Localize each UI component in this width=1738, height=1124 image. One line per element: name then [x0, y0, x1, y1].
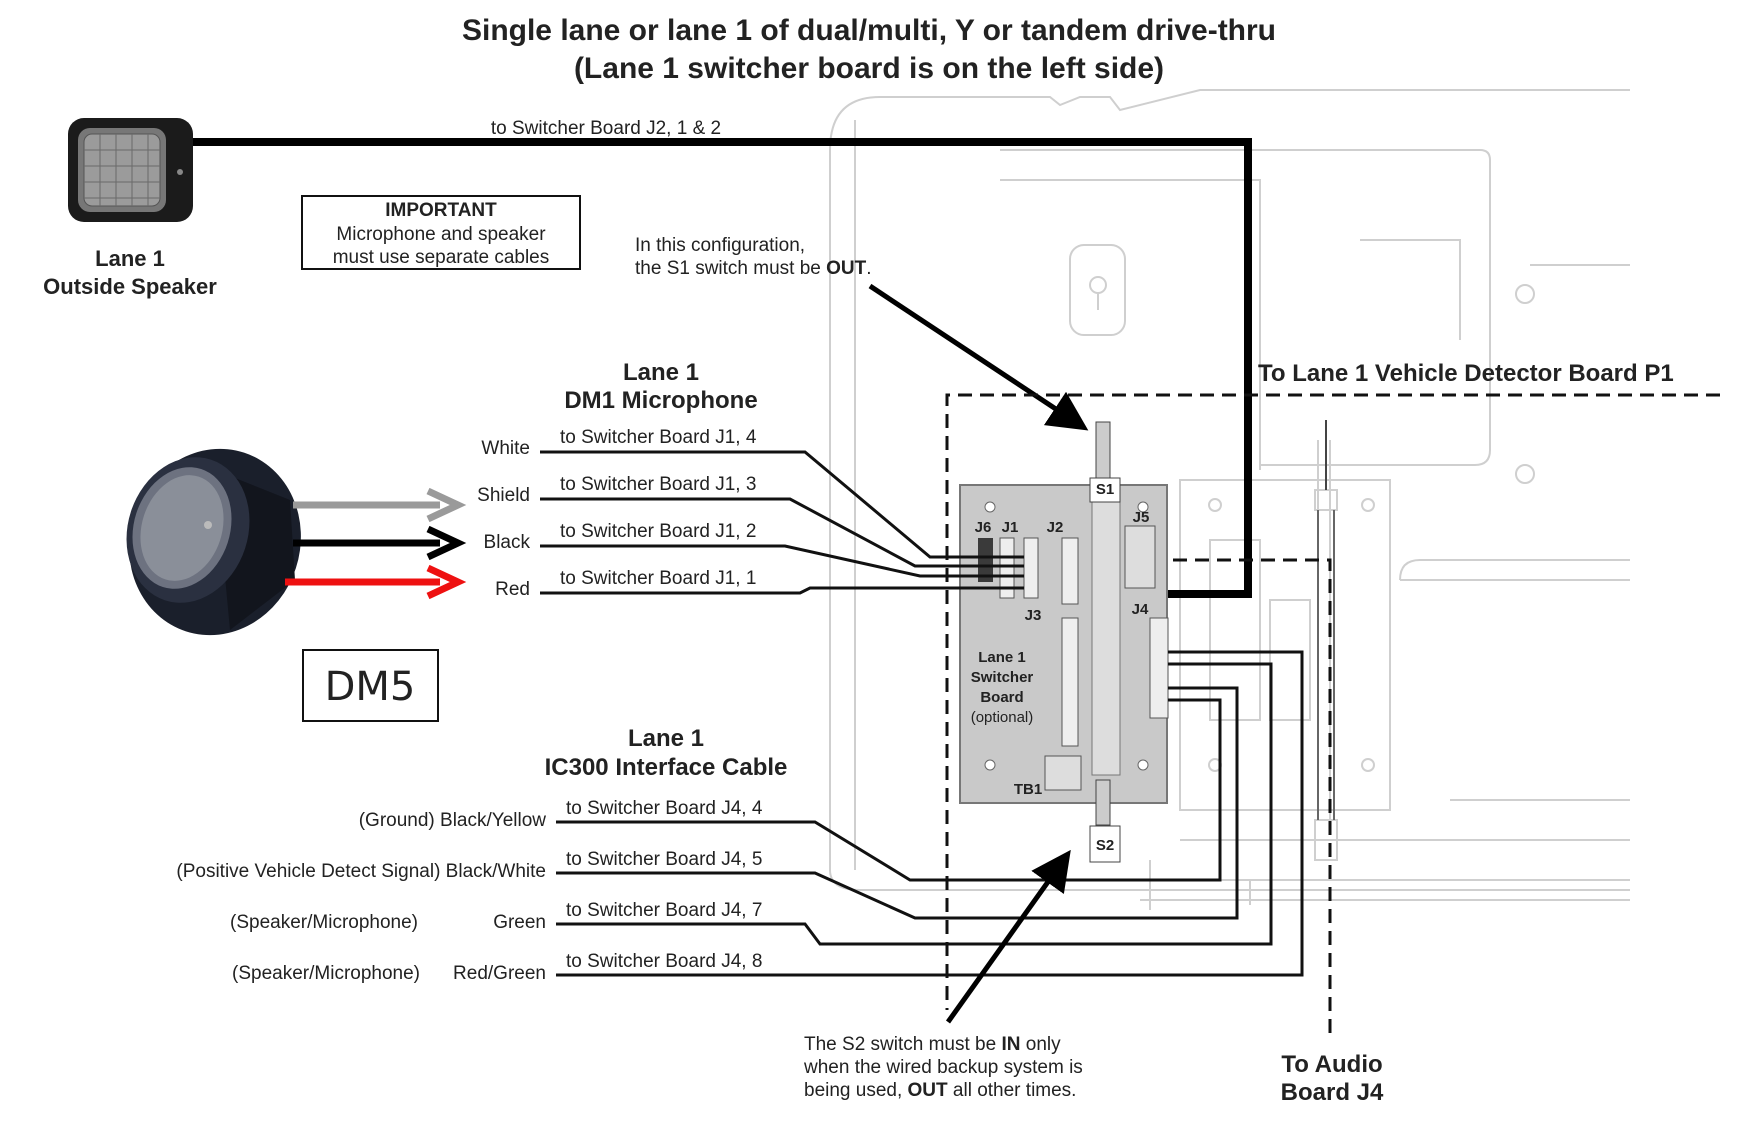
mic-wire-color-white: White [481, 438, 530, 459]
outside-speaker-icon [68, 118, 193, 222]
s2-note-line1: The S2 switch must be IN only [804, 1034, 1061, 1055]
ic300-wire-green [556, 662, 1273, 946]
ic300-dest-j4-5: to Switcher Board J4, 5 [566, 849, 762, 870]
mic-wire-color-black: Black [484, 532, 531, 553]
s1-note-line1: In this configuration, [635, 235, 805, 256]
j6-label: J6 [975, 519, 992, 536]
ic300-color-green: Green [493, 912, 546, 933]
dm5-label: DM5 [325, 664, 416, 710]
j5-label: J5 [1133, 509, 1150, 526]
mic-heading-line2: DM1 Microphone [564, 387, 757, 414]
mic-wire-dest-red: to Switcher Board J1, 1 [560, 568, 756, 589]
important-box [301, 195, 581, 270]
audio-board-label-line2: Board J4 [1281, 1079, 1384, 1106]
mic-wire-shield [540, 497, 1024, 568]
s1-note-line2: the S1 switch must be OUT. [635, 258, 872, 279]
audio-board-line [1085, 558, 1332, 1040]
mic-wire-white [540, 450, 1024, 559]
important-line1: Microphone and speaker [336, 224, 546, 245]
ic300-color-redgreen: Red/Green [453, 963, 546, 984]
s1-label: S1 [1096, 481, 1114, 498]
ic300-heading-line2: IC300 Interface Cable [545, 754, 788, 781]
ic300-dest-j4-8: to Switcher Board J4, 8 [566, 951, 762, 972]
dm5-box [302, 649, 439, 722]
diagram-title-line2: (Lane 1 switcher board is on the left si… [574, 52, 1164, 85]
switcher-board [959, 421, 1169, 863]
mic-wire-dest-black: to Switcher Board J1, 2 [560, 521, 756, 542]
speaker-cable [193, 138, 1252, 598]
vehicle-detector-label: To Lane 1 Vehicle Detector Board P1 [1258, 360, 1674, 387]
mic-wire-color-red: Red [495, 579, 530, 600]
board-label-line2: Switcher [971, 669, 1034, 686]
microphone-icon [126, 448, 301, 636]
mic-heading-line1: Lane 1 [623, 359, 699, 386]
s2-note-line3: being used, OUT all other times. [804, 1080, 1076, 1101]
ic300-wire-redgreen [556, 650, 1304, 977]
ic300-function-speaker1: (Speaker/Microphone) [230, 912, 418, 933]
audio-board-label-line1: To Audio [1281, 1051, 1382, 1078]
vehicle-detector-line [945, 393, 1720, 1010]
speaker-label-line2: Outside Speaker [43, 274, 217, 299]
speaker-cable-label: to Switcher Board J2, 1 & 2 [491, 118, 721, 139]
s2-note-line2: when the wired backup system is [803, 1057, 1083, 1078]
black-arrow-head [426, 525, 467, 561]
ic300-function-speaker2: (Speaker/Microphone) [232, 963, 420, 984]
s2-label: S2 [1096, 837, 1114, 854]
mic-wire-dest-shield: to Switcher Board J1, 3 [560, 474, 756, 495]
ic300-dest-j4-7: to Switcher Board J4, 7 [566, 900, 762, 921]
ic300-heading-line1: Lane 1 [628, 725, 704, 752]
s1-note-arrow [868, 283, 1089, 431]
ic300-wire-detect [556, 686, 1239, 920]
mic-wire-black [540, 544, 1024, 578]
s2-note-arrow [945, 849, 1071, 1024]
j6-connector [978, 538, 993, 582]
shield-arrow-head [426, 487, 467, 523]
mic-wire-dest-white: to Switcher Board J1, 4 [560, 427, 757, 448]
important-line2: must use separate cables [333, 247, 550, 268]
ic300-function-detect: (Positive Vehicle Detect Signal) Black/W… [176, 861, 546, 882]
j4-label: J4 [1132, 601, 1149, 618]
mic-wire-red [540, 586, 1024, 595]
j3-label: J3 [1025, 607, 1042, 624]
diagram-title-line1: Single lane or lane 1 of dual/multi, Y o… [462, 14, 1276, 47]
mic-wire-color-shield: Shield [477, 485, 530, 506]
j2-label: J2 [1047, 519, 1064, 536]
board-label-line3: Board [980, 689, 1023, 706]
board-label-line4: (optional) [971, 709, 1034, 726]
board-label-line1: Lane 1 [978, 649, 1026, 666]
red-arrow-head [426, 564, 467, 600]
tb1-label: TB1 [1014, 781, 1042, 798]
ic300-function-ground: (Ground) Black/Yellow [359, 810, 547, 831]
speaker-label-line1: Lane 1 [95, 246, 165, 271]
ic300-dest-j4-4: to Switcher Board J4, 4 [566, 798, 763, 819]
j1-label: J1 [1002, 519, 1019, 536]
housing-outline [829, 89, 1630, 910]
important-heading: IMPORTANT [385, 200, 497, 221]
